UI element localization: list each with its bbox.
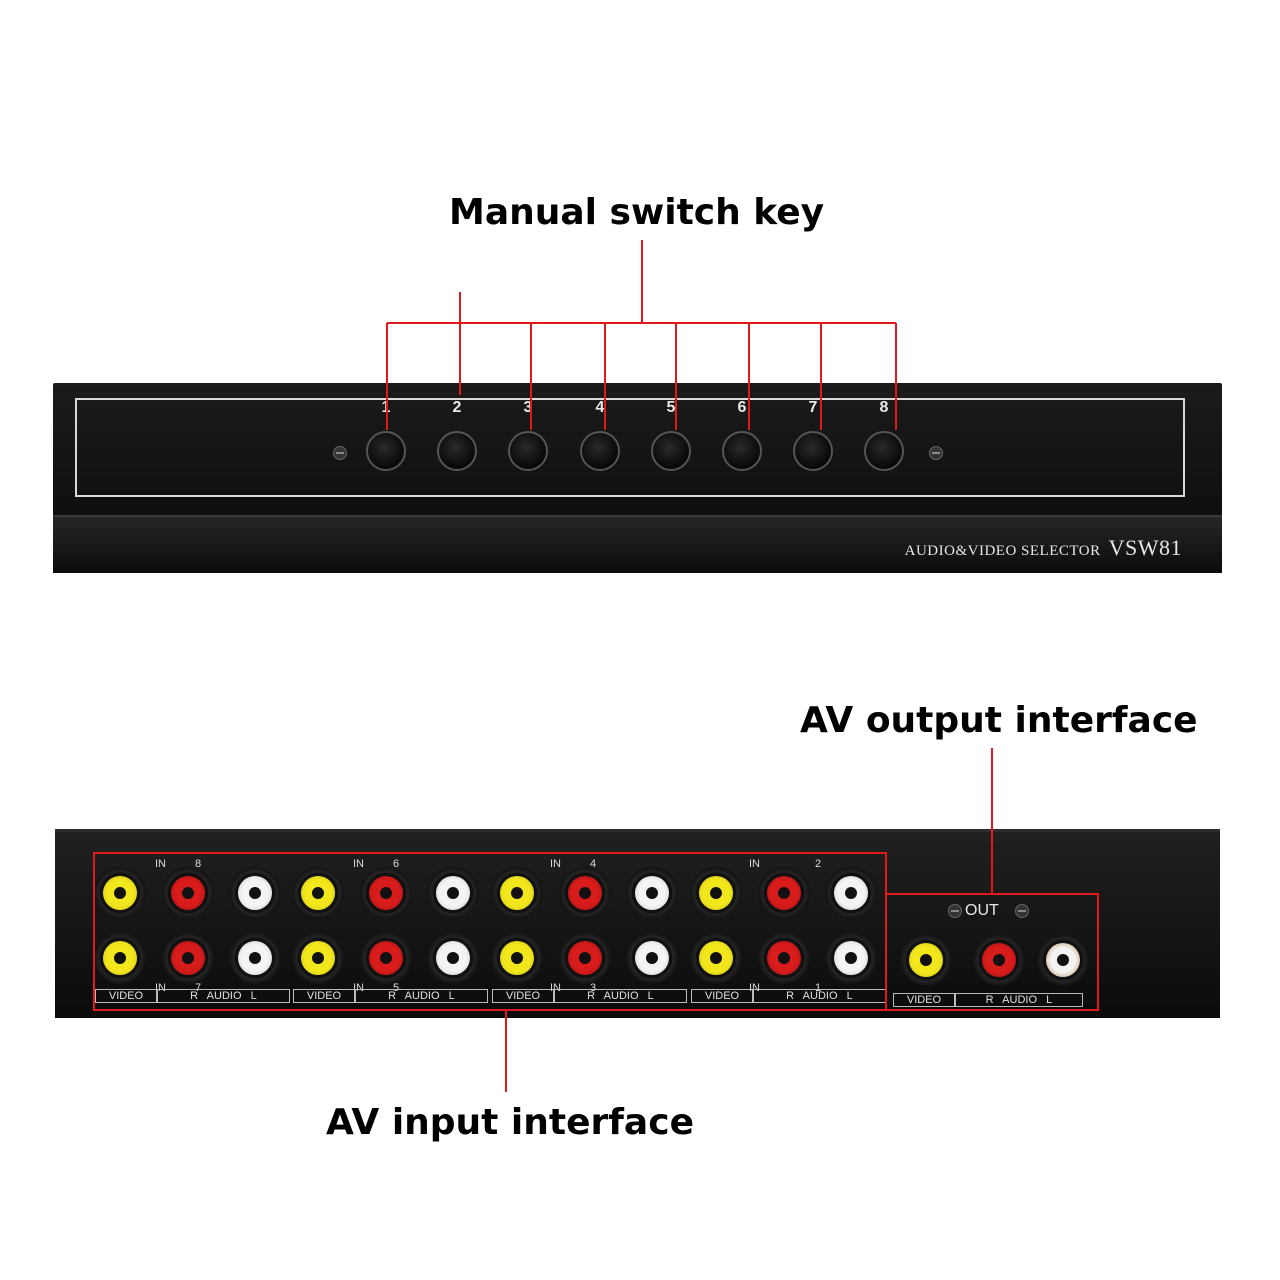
audio-r-out-jack[interactable] — [973, 934, 1025, 986]
audio-r-in-jack-3[interactable] — [559, 932, 611, 984]
in-label: IN — [749, 858, 760, 870]
in-label: IN — [155, 858, 166, 870]
video-in-jack-4[interactable] — [491, 867, 543, 919]
switch-key-7-button[interactable] — [793, 431, 833, 471]
button-number-7: 7 — [808, 399, 818, 416]
front-panel-frame — [75, 398, 1185, 497]
audio-r-in-jack-8[interactable] — [162, 867, 214, 919]
button-number-3: 3 — [523, 399, 533, 416]
switch-key-3-button[interactable] — [508, 431, 548, 471]
button-number-8: 8 — [879, 399, 889, 416]
switch-key-8-button[interactable] — [864, 431, 904, 471]
screw-icon — [1015, 904, 1029, 918]
audio-l-in-jack-8[interactable] — [229, 867, 281, 919]
video-in-jack-1[interactable] — [690, 932, 742, 984]
rear-panel: IN 8 IN 7 VIDEO R AUDIO L IN 6 IN 5 VIDE… — [55, 832, 1220, 1018]
model-label: AUDIO&VIDEO SELECTOR VSW81 — [905, 535, 1182, 561]
audio-l-in-jack-3[interactable] — [626, 932, 678, 984]
front-panel-lip — [53, 515, 1222, 573]
in-label: IN — [353, 982, 364, 994]
video-label: VIDEO — [691, 989, 753, 1003]
audio-out-label: R AUDIO L — [955, 993, 1083, 1007]
switch-key-1-button[interactable] — [366, 431, 406, 471]
channel-label-5: 5 — [393, 982, 400, 994]
switch-key-4-button[interactable] — [580, 431, 620, 471]
video-in-jack-3[interactable] — [491, 932, 543, 984]
channel-label-6: 6 — [393, 858, 400, 870]
button-number-5: 5 — [666, 399, 676, 416]
av-output-interface-callout: AV output interface — [800, 700, 1198, 741]
video-in-jack-5[interactable] — [292, 932, 344, 984]
switch-key-2-button[interactable] — [437, 431, 477, 471]
av-input-interface-callout: AV input interface — [326, 1102, 694, 1143]
button-number-6: 6 — [737, 399, 747, 416]
av-input-box — [93, 852, 887, 1011]
video-in-jack-8[interactable] — [94, 867, 146, 919]
audio-l-in-jack-4[interactable] — [626, 867, 678, 919]
manual-switch-key-callout: Manual switch key — [449, 192, 825, 233]
video-in-jack-6[interactable] — [292, 867, 344, 919]
out-label: OUT — [965, 902, 999, 919]
audio-l-out-jack[interactable] — [1037, 934, 1089, 986]
video-out-label: VIDEO — [893, 993, 955, 1007]
av-output-box — [885, 893, 1099, 1011]
video-label: VIDEO — [492, 989, 554, 1003]
in-label: IN — [550, 858, 561, 870]
audio-r-in-jack-5[interactable] — [360, 932, 412, 984]
switch-key-5-button[interactable] — [651, 431, 691, 471]
audio-r-in-jack-7[interactable] — [162, 932, 214, 984]
screw-icon — [948, 904, 962, 918]
video-label: VIDEO — [293, 989, 355, 1003]
audio-l-in-jack-6[interactable] — [427, 867, 479, 919]
audio-label: R AUDIO L — [355, 989, 488, 1003]
model-code: VSW81 — [1108, 535, 1182, 560]
audio-r-in-jack-2[interactable] — [758, 867, 810, 919]
screw-icon — [929, 446, 943, 460]
audio-l-in-jack-2[interactable] — [825, 867, 877, 919]
model-text: AUDIO&VIDEO SELECTOR — [904, 543, 1101, 559]
channel-label-3: 3 — [590, 982, 597, 994]
screw-icon — [333, 446, 347, 460]
in-label: IN — [550, 982, 561, 994]
audio-r-in-jack-1[interactable] — [758, 932, 810, 984]
video-in-jack-2[interactable] — [690, 867, 742, 919]
switch-key-6-button[interactable] — [722, 431, 762, 471]
channel-label-8: 8 — [195, 858, 202, 870]
audio-label: R AUDIO L — [554, 989, 687, 1003]
button-number-4: 4 — [595, 399, 605, 416]
in-label: IN — [155, 982, 166, 994]
in-label: IN — [353, 858, 364, 870]
audio-label: R AUDIO L — [157, 989, 290, 1003]
video-label: VIDEO — [95, 989, 157, 1003]
video-in-jack-7[interactable] — [94, 932, 146, 984]
audio-l-in-jack-5[interactable] — [427, 932, 479, 984]
audio-r-in-jack-6[interactable] — [360, 867, 412, 919]
button-number-2: 2 — [452, 399, 462, 416]
channel-label-4: 4 — [590, 858, 597, 870]
channel-label-7: 7 — [195, 982, 202, 994]
in-label: IN — [749, 982, 760, 994]
audio-l-in-jack-1[interactable] — [825, 932, 877, 984]
channel-label-1: 1 — [815, 982, 822, 994]
audio-r-in-jack-4[interactable] — [559, 867, 611, 919]
video-out-jack[interactable] — [900, 934, 952, 986]
channel-label-2: 2 — [815, 858, 822, 870]
audio-l-in-jack-7[interactable] — [229, 932, 281, 984]
